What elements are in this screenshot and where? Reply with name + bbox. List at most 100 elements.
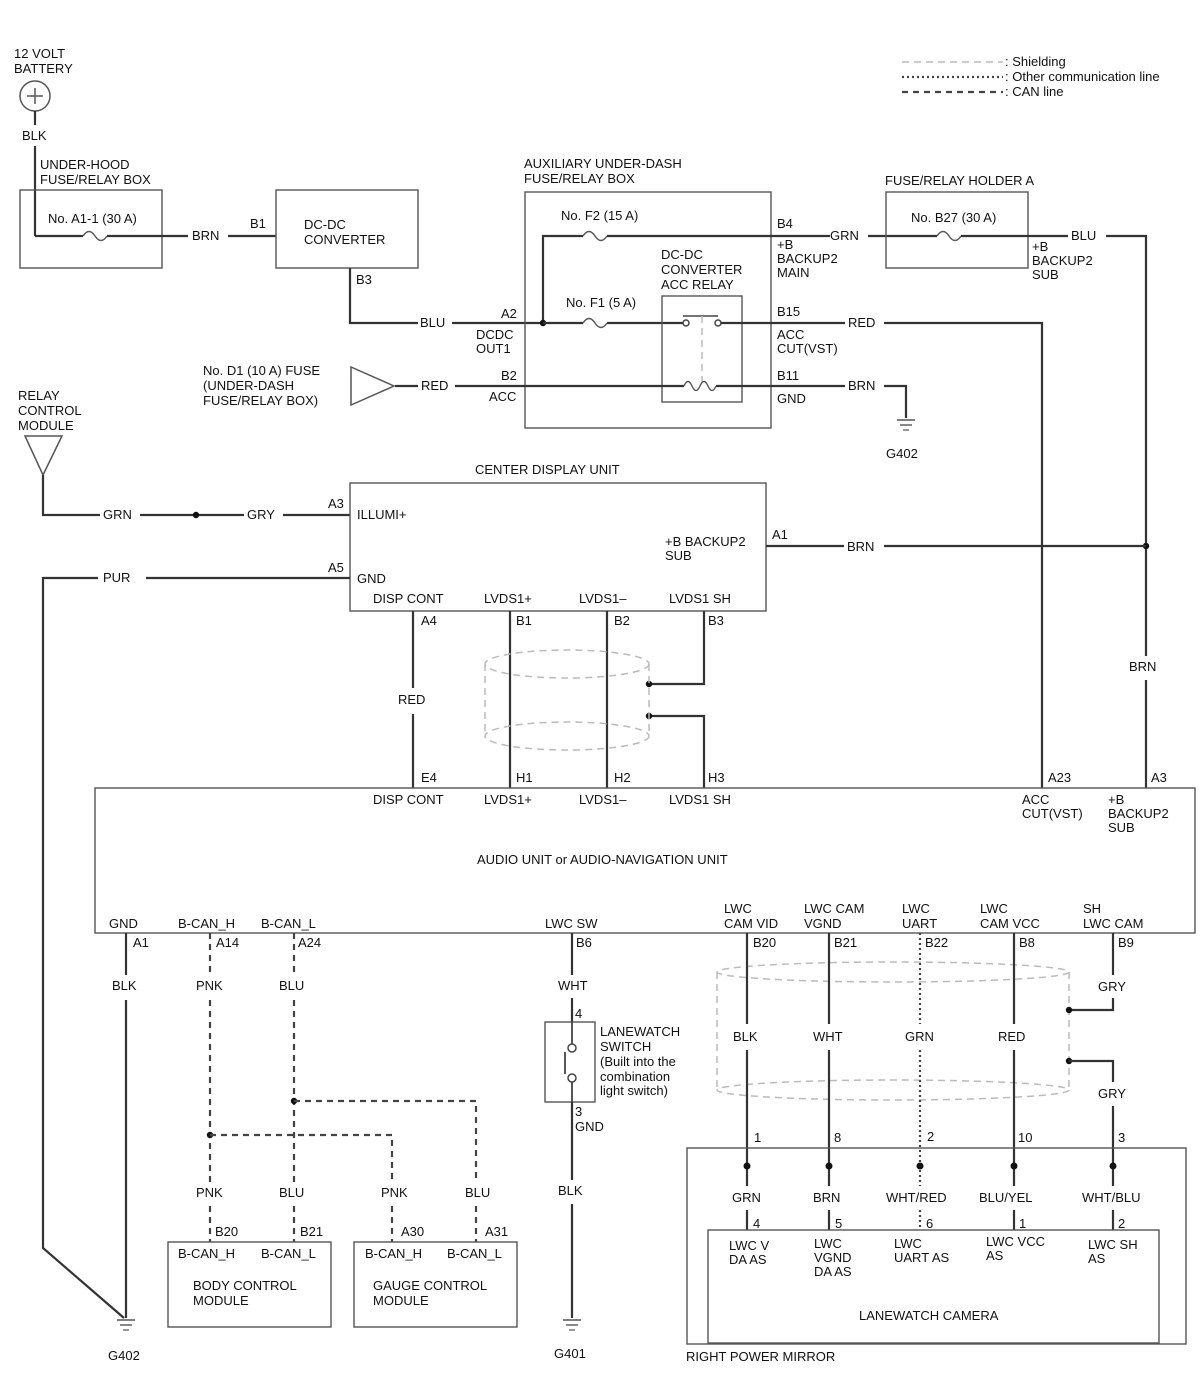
audio-acc-2: CUT(VST) — [1022, 806, 1083, 821]
audio-lwc-uart-1: LWC — [902, 901, 930, 916]
relay-coil — [683, 380, 717, 392]
rcm-line-3: MODULE — [18, 418, 74, 433]
audio-pin-b6: B6 — [576, 935, 592, 950]
uart-wire: GRN — [905, 1029, 934, 1044]
cdu-disp-cont: DISP CONT — [373, 591, 444, 606]
underhood-title-1: UNDER-HOOD — [40, 157, 130, 172]
bcm-name-1: BODY CONTROL — [193, 1278, 297, 1293]
mirror-pin-1: 1 — [754, 1130, 761, 1145]
gcm-can-l: B-CAN_L — [447, 1246, 502, 1261]
audio-disp-cont: DISP CONT — [373, 792, 444, 807]
audio-pin-e4: E4 — [421, 770, 437, 785]
cdu-pin-b3: B3 — [708, 613, 724, 628]
cam-lv-1: LWC V — [729, 1238, 770, 1253]
disp-cont-wire: RED — [398, 692, 425, 707]
cam-lg-1: LWC — [814, 1236, 842, 1251]
legend-can-text: : CAN line — [1005, 84, 1064, 99]
audio-bk-1: +B — [1108, 792, 1124, 807]
audio-lvds-plus: LVDS1+ — [484, 792, 532, 807]
aux-fuse-relay-box: AUXILIARY UNDER-DASH FUSE/RELAY BOX No. … — [395, 156, 1044, 788]
audio-pin-b9: B9 — [1118, 935, 1134, 950]
cam-pin-1: 1 — [1019, 1216, 1026, 1231]
aux-title-2: FUSE/RELAY BOX — [524, 171, 635, 186]
cam-wire-wht-red: WHT/RED — [886, 1190, 947, 1205]
gcm-pin-a31: A31 — [485, 1224, 508, 1239]
cdu-pin-a1: A1 — [772, 527, 788, 542]
can-bus: PNK BLU PNK BLU PNK BLU — [196, 933, 490, 1242]
mirror-pin-2: 2 — [927, 1129, 934, 1144]
cdu-a1-wire: BRN — [847, 539, 874, 554]
switch-ground-wire: BLK — [558, 1183, 583, 1198]
underhood-fuse-box: UNDER-HOOD FUSE/RELAY BOX No. A1-1 (30 A… — [19, 157, 276, 269]
cdu-pin-a5: A5 — [328, 560, 344, 575]
bcm-name-2: MODULE — [193, 1293, 249, 1308]
cdu-illumi: ILLUMI+ — [357, 507, 407, 522]
cdu-a5-wire: PUR — [103, 570, 130, 585]
aux-b4-label-2: BACKUP2 — [777, 251, 838, 266]
audio-pin-h2: H2 — [614, 770, 631, 785]
d1-arrow — [350, 365, 396, 407]
cdu-title: CENTER DISPLAY UNIT — [475, 462, 620, 477]
fuse-f1-symbol — [582, 317, 608, 329]
aux-pin-b11: B11 — [777, 368, 799, 383]
fuse-f1-label: No. F1 (5 A) — [566, 295, 636, 310]
audio-unit: E4 H1 H2 H3 DISP CONT LVDS1+ LVDS1– LVDS… — [94, 770, 1196, 950]
cam-lu-2: UART AS — [894, 1250, 949, 1265]
d1-line-3: FUSE/RELAY BOX) — [203, 393, 318, 408]
ground-g402-top: G402 — [886, 419, 918, 461]
legend-shielding-text: : Shielding — [1005, 54, 1066, 69]
vid-wire: BLK — [733, 1029, 758, 1044]
cam-wire-grn: GRN — [732, 1190, 761, 1205]
audio-lwc-vgnd-1: LWC CAM — [804, 901, 864, 916]
cam-pin-5: 5 — [835, 1216, 842, 1231]
d1-line-1: No. D1 (10 A) FUSE — [203, 363, 320, 378]
audio-pin-a24: A24 — [298, 935, 321, 950]
battery-wire-label: BLK — [22, 128, 47, 143]
mirror-title: RIGHT POWER MIRROR — [686, 1349, 835, 1364]
aux-b4-label-1: +B — [777, 237, 793, 252]
audio-pin-b22: B22 — [925, 935, 948, 950]
audio-lwc-vid-1: LWC — [724, 901, 752, 916]
rcm-line-1: RELAY — [18, 388, 60, 403]
cam-lv-2: DA AS — [729, 1252, 767, 1267]
cam-ls-1: LWC SH — [1088, 1237, 1138, 1252]
fuse-relay-holder-a: FUSE/RELAY HOLDER A No. B27 (30 A) +B BA… — [885, 173, 1156, 788]
cam-pin-2: 2 — [1118, 1216, 1125, 1231]
aux-b2-label: ACC — [489, 389, 516, 404]
g402-top-label: G402 — [886, 446, 918, 461]
aux-pin-b15: B15 — [777, 304, 800, 319]
b4-wire: GRN — [830, 228, 859, 243]
b11-wire: BRN — [848, 378, 875, 393]
aux-a2-label-1: DCDC — [476, 327, 514, 342]
audio-pin-a23: A23 — [1048, 770, 1071, 785]
fuse-a1-1-label: No. A1-1 (30 A) — [48, 211, 137, 226]
gcm-can-h: B-CAN_H — [365, 1246, 422, 1261]
aux-b4-label-3: MAIN — [777, 265, 810, 280]
audio-bk-2: BACKUP2 — [1108, 806, 1169, 821]
audio-pin-b21: B21 — [834, 935, 857, 950]
audio-lwc-vgnd-2: VGND — [804, 916, 842, 931]
gcm-h-wire: PNK — [381, 1185, 408, 1200]
aux-pin-a2: A2 — [501, 306, 517, 321]
sh-wire-2: GRY — [1098, 1086, 1126, 1101]
audio-ground-line: BLK G402 — [108, 933, 140, 1363]
holder-out-2: BACKUP2 — [1032, 253, 1093, 268]
cam-pin-6: 6 — [926, 1216, 933, 1231]
bcm-can-h: B-CAN_H — [178, 1246, 235, 1261]
cam-lg-3: DA AS — [814, 1264, 852, 1279]
aux-b15-label-1: ACC — [777, 327, 804, 342]
underhood-title-2: FUSE/RELAY BOX — [40, 172, 151, 187]
g401-label: G401 — [554, 1346, 586, 1361]
gcm-name-1: GAUGE CONTROL — [373, 1278, 487, 1293]
cdu-pin-b1: B1 — [516, 613, 532, 628]
audio-lvds-minus: LVDS1– — [579, 792, 627, 807]
dcdc-title-1: DC-DC — [304, 217, 346, 232]
mirror-pin-3: 3 — [1118, 1130, 1125, 1145]
switch-gnd: GND — [575, 1119, 604, 1134]
holder-out-1: +B — [1032, 239, 1048, 254]
switch-line-4: combination — [600, 1069, 670, 1084]
audio-lwc-vid-2: CAM VID — [724, 916, 778, 931]
audio-pin-b20: B20 — [753, 935, 776, 950]
right-power-mirror: GRN BRN WHT/RED BLU/YEL WHT/BLU 4 5 6 1 … — [686, 1147, 1187, 1364]
